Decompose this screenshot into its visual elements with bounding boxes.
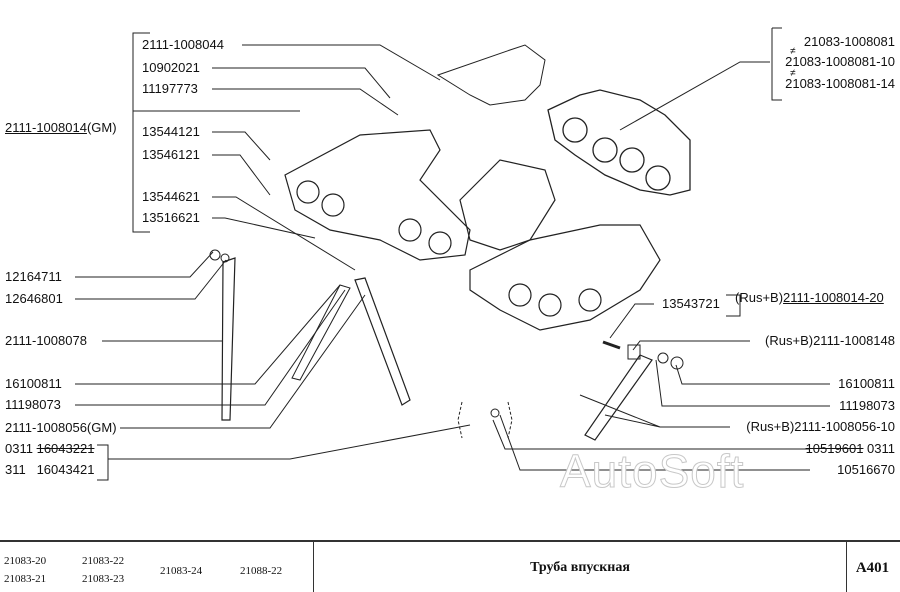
gasket-label[interactable]: 21083-1008081 xyxy=(803,34,895,49)
part-label[interactable]: (Rus+B)2111-1008148 xyxy=(765,333,895,348)
part-label-alt-b[interactable]: 311 16043421 xyxy=(5,463,94,477)
model-code: 21088-22 xyxy=(240,565,283,577)
model-code: 21083-23 xyxy=(82,573,125,585)
intake-manifold-2 xyxy=(459,159,556,251)
left-group-bracket xyxy=(132,32,150,233)
part-label[interactable]: 12164711 xyxy=(5,269,62,284)
bushing-icon xyxy=(627,344,641,360)
diagram-title: Труба впускная xyxy=(313,542,847,592)
nut-icon xyxy=(670,356,684,370)
model-code: 21083-21 xyxy=(4,573,47,585)
part-label[interactable]: (Rus+B)2111-1008056-10 xyxy=(746,419,895,434)
part-label[interactable]: 13544621 xyxy=(142,189,200,204)
prefix: 0311 xyxy=(5,441,33,456)
bolt-icon xyxy=(490,408,500,418)
gasket-label[interactable]: 21083-1008081-10 xyxy=(785,54,895,69)
prefix: 311 xyxy=(5,462,26,477)
part-label[interactable]: 10516670 xyxy=(837,462,895,477)
part-label[interactable]: 16100811 xyxy=(838,376,895,391)
assembly-label-rus[interactable]: (Rus+B)2111-1008014-20 xyxy=(735,291,884,305)
code: 16043221 xyxy=(36,441,95,456)
title-block: 21083-20 21083-21 21083-22 21083-23 2108… xyxy=(0,540,900,592)
part-label[interactable]: 11198073 xyxy=(839,398,895,413)
watermark: AutoSoft xyxy=(559,445,745,498)
diagram-code: A401 xyxy=(855,560,890,576)
code: 10519601 xyxy=(805,441,864,456)
part-label[interactable]: 12646801 xyxy=(5,291,63,306)
model-code: 21083-24 xyxy=(160,565,203,577)
right-bracket xyxy=(584,354,653,441)
heat-shield xyxy=(436,44,546,106)
leader-lines xyxy=(75,27,830,481)
assembly-label-gm[interactable]: 2111-1008014(GM) xyxy=(5,121,117,135)
intake-manifold-3 xyxy=(469,224,661,331)
assembly-suffix: (GM) xyxy=(86,120,117,135)
part-label[interactable]: 16100811 xyxy=(5,376,62,391)
intake-manifold-1 xyxy=(284,129,471,261)
part-label[interactable]: 13543721 xyxy=(662,296,720,311)
prefix: (Rus+B) xyxy=(735,290,784,305)
part-label[interactable]: 13544121 xyxy=(142,124,200,139)
code: 16043421 xyxy=(36,462,95,477)
part-label[interactable]: 13516621 xyxy=(142,210,200,225)
washer-icon xyxy=(220,253,230,263)
part-label[interactable]: 10902021 xyxy=(142,60,200,75)
code: 2111-1008014-20 xyxy=(783,290,884,305)
mid-bracket xyxy=(354,277,411,406)
assembly-code: 2111-1008014 xyxy=(5,120,87,135)
nut-icon xyxy=(209,249,221,261)
gasket xyxy=(547,89,691,196)
washer-icon xyxy=(657,352,669,364)
suffix: 0311 xyxy=(863,441,895,456)
gasket-label[interactable]: 21083-1008081-14 xyxy=(785,76,895,91)
part-label[interactable]: 2111-1008044 xyxy=(142,37,224,52)
part-label-alt-a[interactable]: 0311 16043221 xyxy=(5,442,94,456)
support-bar xyxy=(221,257,236,421)
part-label-bolt-old[interactable]: 10519601 0311 xyxy=(806,442,895,456)
part-label[interactable]: 11198073 xyxy=(5,397,61,412)
stud-icon xyxy=(602,340,621,350)
diagram-artwork xyxy=(75,27,830,481)
not-equal-mark: ≠ xyxy=(790,46,796,57)
part-label[interactable]: 11197773 xyxy=(142,81,198,96)
part-label[interactable]: 2111-1008056(GM) xyxy=(5,420,117,435)
not-equal-mark: ≠ xyxy=(790,68,796,79)
part-label[interactable]: 13546121 xyxy=(142,147,200,162)
part-label[interactable]: 2111-1008078 xyxy=(5,333,87,348)
model-code: 21083-20 xyxy=(4,555,47,567)
model-code: 21083-22 xyxy=(82,555,125,567)
